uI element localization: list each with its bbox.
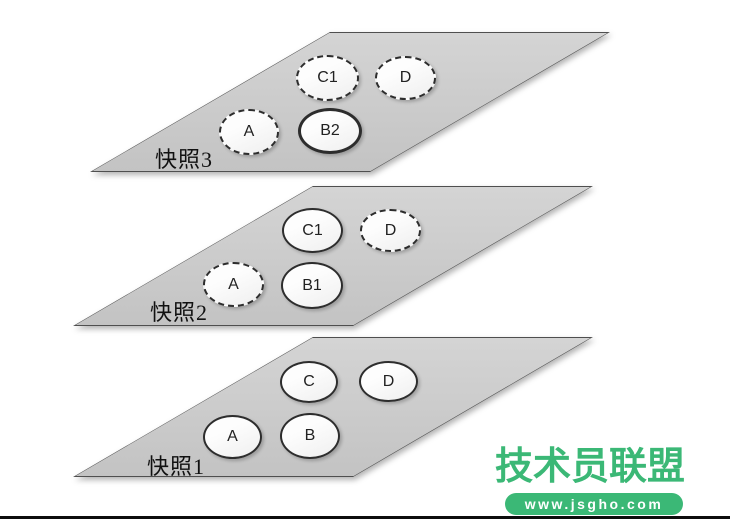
node-a-snapshot1-label: A bbox=[227, 428, 238, 445]
node-d-snapshot1: D bbox=[359, 361, 418, 402]
node-a-snapshot3-label: A bbox=[243, 123, 255, 140]
node-c1-snapshot3-label: C1 bbox=[317, 69, 338, 86]
watermark-url-text: www.jsgho.com bbox=[524, 496, 664, 512]
node-d-snapshot2: D bbox=[360, 209, 421, 252]
node-a-snapshot2-label: A bbox=[228, 275, 239, 293]
node-d-snapshot3-label: D bbox=[399, 69, 412, 86]
node-d-snapshot2-label: D bbox=[384, 221, 397, 239]
node-d-snapshot3: D bbox=[375, 56, 436, 100]
node-c1-snapshot2: C1 bbox=[282, 208, 343, 253]
node-c-snapshot1-label: C bbox=[303, 373, 315, 390]
snapshot3-label: 快照3 bbox=[155, 147, 214, 172]
node-b2-snapshot3: B2 bbox=[298, 108, 362, 154]
node-b1-snapshot2-label: B1 bbox=[302, 276, 322, 294]
node-b1-snapshot2: B1 bbox=[281, 262, 343, 309]
node-c1-snapshot3: C1 bbox=[296, 55, 359, 101]
node-c-snapshot1: C bbox=[280, 361, 338, 403]
node-a-snapshot1: A bbox=[203, 415, 262, 459]
node-a-snapshot3: A bbox=[219, 109, 279, 155]
snapshot1-label: 快照1 bbox=[147, 454, 206, 479]
bottom-divider-line bbox=[0, 516, 730, 519]
node-d-snapshot1-label: D bbox=[382, 372, 395, 390]
watermark-brand-text: 技术员联盟 bbox=[495, 446, 686, 488]
node-a-snapshot2: A bbox=[203, 262, 264, 307]
node-b-snapshot1: B bbox=[280, 413, 340, 459]
watermark-url-pill: www.jsgho.com bbox=[505, 493, 683, 515]
snapshot2-label: 快照2 bbox=[150, 300, 209, 325]
node-c1-snapshot2-label: C1 bbox=[302, 221, 323, 239]
node-b2-snapshot3-label: B2 bbox=[320, 122, 340, 139]
node-b-snapshot1-label: B bbox=[304, 427, 316, 444]
